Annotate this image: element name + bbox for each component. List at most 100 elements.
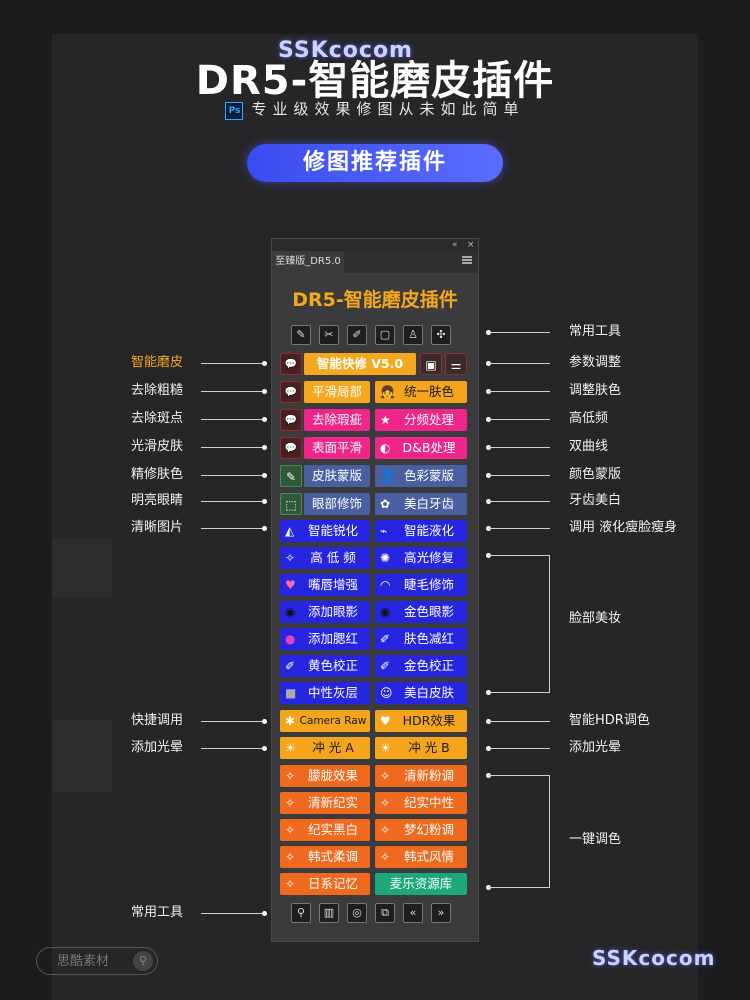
label-quick-call: 快捷调用: [131, 713, 184, 728]
highlight-fix-button[interactable]: ✺高光修复: [375, 547, 467, 569]
flare-b-button[interactable]: ☀冲 光 B: [375, 737, 467, 759]
heart-icon: ♥: [380, 714, 391, 728]
tab-strip: [344, 251, 478, 273]
selection-icon[interactable]: ⬚: [280, 493, 302, 515]
layers-icon[interactable]: ▣: [420, 353, 442, 375]
connector-line: [488, 501, 550, 502]
smart-sharpen-button[interactable]: ◭智能锐化: [280, 520, 370, 542]
gold-eyeshadow-button[interactable]: ◉金色眼影: [375, 601, 467, 623]
label-param-adjust: 参数调整: [569, 355, 622, 370]
speech-icon[interactable]: 💬: [280, 437, 302, 459]
pipette-icon: ✐: [285, 659, 296, 673]
wand-icon: ✧: [285, 769, 296, 783]
connector-dot: [262, 361, 267, 366]
tool-brush-icon[interactable]: ✎: [291, 325, 311, 345]
documentary-bw-button[interactable]: ✧纪实黑白: [280, 819, 370, 841]
pipette-icon[interactable]: ✎: [280, 465, 302, 487]
dreamy-pink-button[interactable]: ✧梦幻粉调: [375, 819, 467, 841]
speech-icon[interactable]: 💬: [280, 353, 302, 375]
recommend-pill: 修图推荐插件: [247, 144, 503, 182]
surface-smooth-button[interactable]: 表面平滑: [304, 437, 370, 459]
korean-soft-button[interactable]: ✧韩式柔调: [280, 846, 370, 868]
fresh-documentary-button[interactable]: ✧清新纪实: [280, 792, 370, 814]
next-icon[interactable]: »: [431, 903, 451, 923]
connector-line: [201, 447, 263, 448]
smart-quickfix-button[interactable]: 智能快修 V5.0: [304, 353, 416, 375]
sliders-icon[interactable]: ⚌: [445, 353, 467, 375]
camera-raw-button[interactable]: ✱Camera Raw: [280, 710, 370, 732]
whiten-skin-button[interactable]: ☺美白皮肤: [375, 682, 467, 704]
connector-line: [488, 748, 550, 749]
connector-line: [488, 721, 550, 722]
lips-icon: ♥: [285, 578, 296, 592]
add-blush-button[interactable]: ●添加腮红: [280, 628, 370, 650]
eye-retouch-button[interactable]: 眼部修饰: [304, 493, 370, 515]
fresh-pink-button[interactable]: ✧清新粉调: [375, 765, 467, 787]
hazy-effect-button[interactable]: ✧朦胧效果: [280, 765, 370, 787]
label-face-makeup: 脸部美妆: [569, 611, 622, 626]
korean-style-button[interactable]: ✧韩式风情: [375, 846, 467, 868]
tool-transform-icon[interactable]: ✣: [431, 325, 451, 345]
triangle-icon: ◭: [285, 524, 295, 538]
close-icon[interactable]: ×: [467, 240, 475, 250]
connector-line: [201, 748, 263, 749]
whiten-teeth-button[interactable]: ✿美白牙齿: [375, 493, 467, 515]
label-smart-hdr: 智能HDR调色: [569, 713, 650, 728]
connector-line: [201, 475, 263, 476]
panel-tab[interactable]: 至臻版_DR5.0: [272, 251, 345, 273]
connector-dot: [262, 746, 267, 751]
panel-title: DR5-智能磨皮插件: [292, 289, 458, 311]
label-adjust-skin: 调整肤色: [569, 383, 622, 398]
neutral-gray-button[interactable]: ■中性灰层: [280, 682, 370, 704]
connector-dot: [262, 417, 267, 422]
tool-stamp-icon[interactable]: ♙: [403, 325, 423, 345]
flare-a-button[interactable]: ☀冲 光 A: [280, 737, 370, 759]
copy-icon[interactable]: ⧉: [375, 903, 395, 923]
panels-icon[interactable]: ▥: [319, 903, 339, 923]
panel-menu-icon[interactable]: [462, 256, 472, 264]
japanese-memory-button[interactable]: ✧日系记忆: [280, 873, 370, 895]
tool-eraser-icon[interactable]: ✐: [347, 325, 367, 345]
prev-icon[interactable]: «: [403, 903, 423, 923]
frequency-split-button[interactable]: ★分频处理: [375, 409, 467, 431]
connector-line: [488, 419, 550, 420]
collapse-icon[interactable]: «: [452, 240, 458, 250]
gold-correct-button[interactable]: ✐金色校正: [375, 655, 467, 677]
wand-icon: ✧: [380, 769, 391, 783]
yellow-correct-button[interactable]: ✐黄色校正: [280, 655, 370, 677]
search-icon[interactable]: ⚲: [291, 903, 311, 923]
label-smooth-skin: 光滑皮肤: [131, 439, 184, 454]
sun-icon: ✺: [380, 551, 391, 565]
lip-enhance-button[interactable]: ♥嘴唇增强: [280, 574, 370, 596]
add-eyeshadow-button[interactable]: ◉添加眼影: [280, 601, 370, 623]
connector-line: [201, 363, 263, 364]
eyelash-button[interactable]: ◠睫毛修饰: [375, 574, 467, 596]
label-common-tools: 常用工具: [569, 324, 622, 339]
smooth-local-button[interactable]: 平滑局部: [304, 381, 370, 403]
speech-icon[interactable]: 💬: [280, 381, 302, 403]
skin-mask-button[interactable]: 皮肤蒙版: [304, 465, 370, 487]
connector-line: [488, 447, 550, 448]
smart-liquify-button[interactable]: ⌁智能液化: [375, 520, 467, 542]
connector-dot: [262, 499, 267, 504]
connector-line: [201, 391, 263, 392]
remove-blemish-button[interactable]: 去除瑕疵: [304, 409, 370, 431]
documentary-neutral-button[interactable]: ✧纪实中性: [375, 792, 467, 814]
speech-icon[interactable]: 💬: [280, 409, 302, 431]
unify-skin-button[interactable]: 👧统一肤色: [375, 381, 467, 403]
aperture-icon: ✱: [285, 714, 296, 728]
reduce-red-button[interactable]: ✐肤色减红: [375, 628, 467, 650]
preview-icon[interactable]: ◎: [347, 903, 367, 923]
tool-bandage-icon[interactable]: ✂: [319, 325, 339, 345]
hdr-effect-button[interactable]: ♥HDR效果: [375, 710, 467, 732]
high-low-freq-button[interactable]: ✧高 低 频: [280, 547, 370, 569]
wand-icon: ✧: [380, 850, 391, 864]
tool-chip-icon[interactable]: ▢: [375, 325, 395, 345]
dodge-icon: ◐: [380, 441, 391, 455]
connector-line: [201, 528, 263, 529]
subtitle-text: 专业级效果修图从未如此简单: [251, 100, 525, 118]
color-mask-button[interactable]: 👤色彩蒙版: [375, 465, 467, 487]
resource-library-button[interactable]: 麦乐资源库: [375, 873, 467, 895]
dodge-burn-button[interactable]: ◐D&B处理: [375, 437, 467, 459]
wand-icon: ✧: [380, 796, 391, 810]
